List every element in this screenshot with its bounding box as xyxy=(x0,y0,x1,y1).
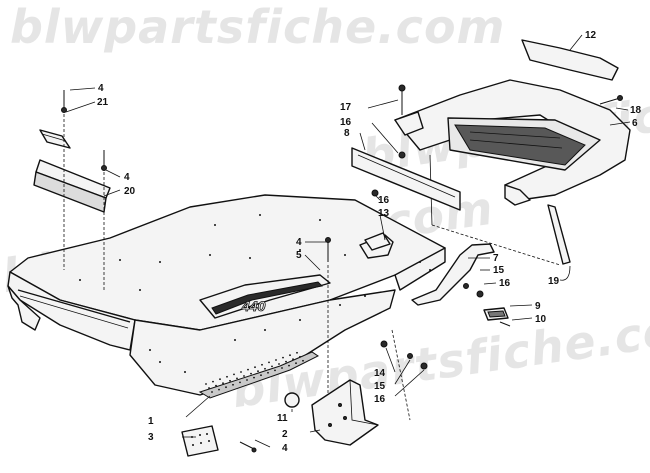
plate-21 xyxy=(39,129,71,149)
callout-16: 16 xyxy=(374,394,386,405)
callout-11: 13 xyxy=(378,208,390,219)
decal-440: 440 xyxy=(241,298,266,314)
main-console-panel: 440 xyxy=(7,194,446,399)
callout-7: 7 xyxy=(493,253,499,264)
callout-8: 8 xyxy=(344,128,350,139)
callout-21: 21 xyxy=(97,97,109,108)
bolt-icon xyxy=(371,84,406,197)
callout-19: 19 xyxy=(548,276,560,287)
bar-8 xyxy=(351,147,461,211)
callout-5: 5 xyxy=(296,250,302,261)
callout-16: 16 xyxy=(378,195,390,206)
callout-10: 10 xyxy=(535,314,547,325)
leader-lines xyxy=(65,34,631,448)
callout-12: 11 xyxy=(277,413,288,424)
callout-4: 4 xyxy=(98,83,104,94)
callout-15: 15 xyxy=(374,381,386,392)
callout-1: 1 xyxy=(148,416,154,427)
callout-9: 9 xyxy=(535,301,541,312)
callout-4: 4 xyxy=(124,172,130,183)
rear-rack-6 xyxy=(394,79,631,206)
callout-18: 18 xyxy=(630,105,642,116)
perforation-pattern xyxy=(205,351,304,393)
callout-14: 14 xyxy=(374,368,386,379)
callout-20: 20 xyxy=(124,186,136,197)
grommet-11 xyxy=(364,232,391,251)
callout-6: 6 xyxy=(632,118,638,129)
plate-3 xyxy=(181,425,219,457)
callout-15: 15 xyxy=(493,265,505,276)
rivet-dots xyxy=(79,214,431,373)
callout-4: 4 xyxy=(296,237,302,248)
callout-16: 16 xyxy=(499,278,511,289)
callout-16: 16 xyxy=(340,117,352,128)
screw-icon xyxy=(61,90,107,171)
callout-3: 3 xyxy=(148,432,154,443)
callout-17: 17 xyxy=(340,102,352,113)
callout-4: 4 xyxy=(282,443,288,454)
pad-13 xyxy=(521,39,619,81)
callout-2: 2 xyxy=(282,429,288,440)
bracket-20 xyxy=(33,159,111,213)
bolt-18 xyxy=(599,97,621,105)
handle-7 xyxy=(411,243,495,306)
callout-numbers: 4 21 4 20 17 16 8 12 18 6 16 13 4 5 7 15… xyxy=(97,30,642,454)
strut-19 xyxy=(547,204,571,265)
bracket-2 xyxy=(311,379,379,446)
callout-13: 12 xyxy=(585,30,597,41)
nut-12 xyxy=(284,392,300,408)
